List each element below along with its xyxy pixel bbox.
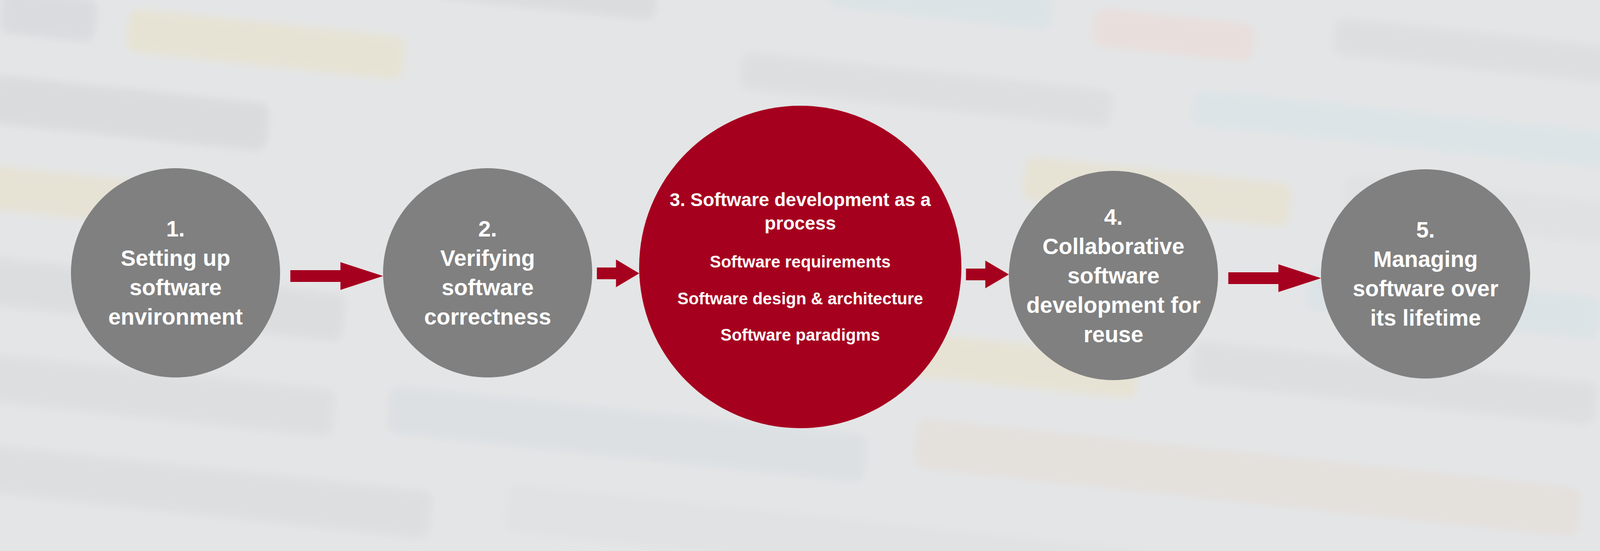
flow-arrow [596,259,640,288]
stage-heading: 4. [1022,202,1205,232]
stage-text: Collaborative software development for r… [1022,231,1205,349]
arrow-shape [290,261,384,290]
flow-arrow [966,260,1009,289]
stage-circle: 1.Setting up software environment [70,168,281,378]
stage-circle: 2.Verifying software correctness [383,168,593,378]
stage-text: Managing software over its lifetime [1337,244,1514,333]
stage-text: Software paradigms [650,324,950,346]
arrow-shape [966,260,1009,289]
stage-heading: 2. [399,213,576,244]
stage-text: Verifying software correctness [399,243,576,332]
stage-circle: 5.Managing software over its lifetime [1320,169,1531,379]
arrow-shape [596,259,640,288]
focus-stage-circle: 3. Software development as a processSoft… [639,105,962,428]
flow-arrow [290,261,384,290]
flow-arrow [1228,264,1321,292]
stage-text: Setting up software environment [87,243,264,332]
stage-heading: 3. Software development as a process [650,187,950,235]
stage-circle: 4.Collaborative software development for… [1008,170,1219,380]
stage-text: Software design & architecture [650,288,950,310]
stage-text: Software requirements [650,251,950,273]
stage-heading: 5. [1337,215,1514,245]
stage-heading: 1. [87,213,264,244]
arrow-shape [1228,264,1321,292]
